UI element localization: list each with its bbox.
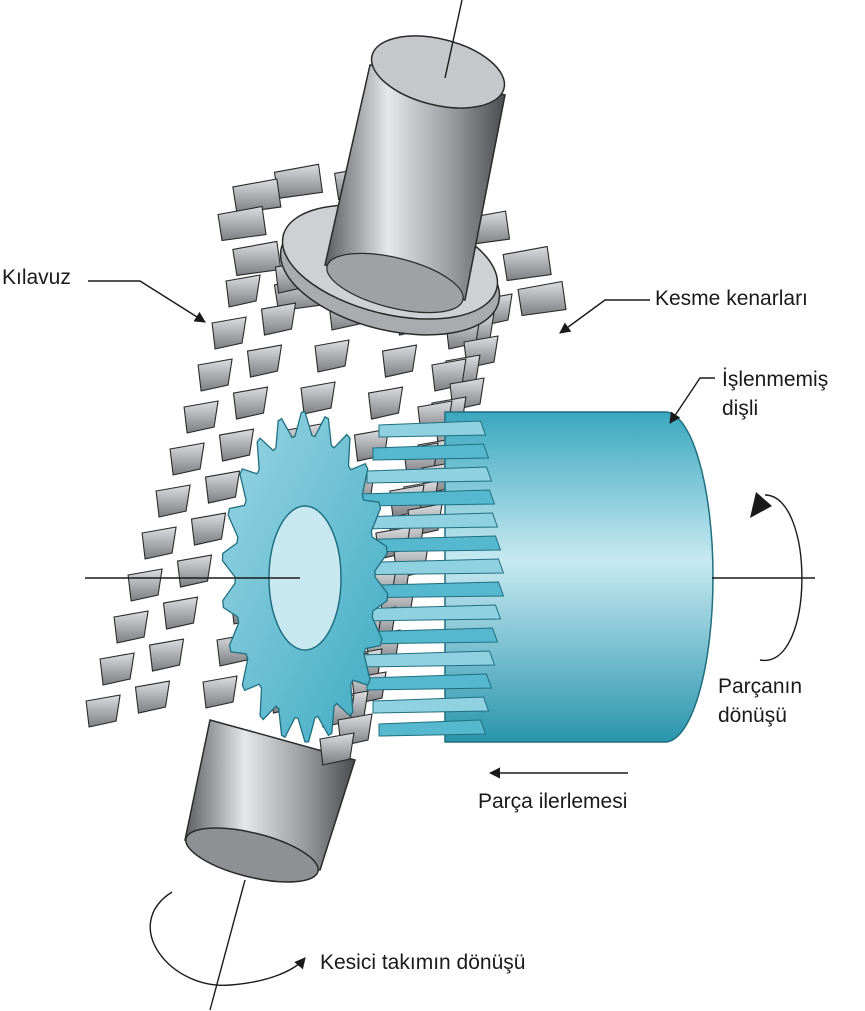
blank-tooth-groove: [378, 719, 487, 737]
hob-tooth: [246, 344, 283, 378]
hob-tooth: [127, 568, 163, 602]
gear-blank-label-line2: dişli: [722, 397, 759, 420]
gear-blank-label-line1: İşlenmemiş: [722, 368, 829, 391]
hob-tooth: [113, 610, 149, 644]
work-rotation-arrowhead: [750, 492, 772, 518]
blank-tooth-groove: [378, 420, 487, 438]
hob-tooth: [367, 386, 404, 420]
hob-collar-tooth: [232, 240, 282, 277]
work-rotation-label-line1: Parçanın: [718, 675, 803, 698]
work-rotation-label: Parçanın dönüşü: [718, 672, 802, 730]
hob-tooth: [319, 732, 355, 766]
cutter-rotation-label: Kesici takımın dönüşü: [320, 951, 526, 974]
hob-label: Kılavuz: [2, 266, 71, 289]
hob-tooth: [183, 400, 219, 434]
gear-blank-label: İşlenmemiş dişli: [722, 365, 828, 423]
gear-blank-icon: [221, 411, 714, 743]
work-rotation-arrow: [759, 494, 803, 661]
hob-tooth: [232, 386, 269, 420]
hob-tooth: [202, 675, 238, 709]
hob-tooth: [99, 652, 135, 686]
hob-tooth: [141, 526, 177, 560]
axis-lines: [85, 0, 815, 1011]
hob-collar-tooth: [217, 205, 267, 242]
hob-tooth: [169, 442, 205, 476]
hob-tooth: [190, 512, 227, 546]
hob-tooth: [381, 344, 418, 378]
hob-tooth: [148, 638, 185, 672]
hob-tooth: [155, 484, 191, 518]
hob-tooth: [197, 358, 233, 392]
hob-tooth: [211, 316, 247, 350]
hob-collar-tooth: [273, 163, 324, 199]
blank-tooth-groove: [372, 696, 490, 714]
blank-tooth-groove: [366, 673, 493, 691]
hob-tooth: [134, 680, 171, 714]
hob-tooth: [300, 381, 336, 415]
hob-tooth: [314, 339, 350, 373]
cutting-edges-label: Kesme kenarları: [655, 287, 808, 310]
hob-collar-tooth: [502, 245, 552, 282]
hob-tooth: [85, 694, 121, 728]
hob-tooth: [176, 554, 213, 588]
blank-tooth-groove: [372, 443, 490, 461]
hob-tooth: [162, 596, 199, 630]
hob-tooth: [204, 470, 241, 504]
hob-tooth: [218, 428, 255, 462]
work-rotation-label-line2: dönüşü: [718, 704, 787, 727]
leader-lines: [88, 280, 715, 424]
hob-collar-tooth: [232, 178, 282, 214]
hob-tooth: [260, 302, 297, 336]
cutter-rotation-arrow: [149, 891, 306, 986]
hob-tooth: [225, 274, 261, 308]
blank-tooth-groove: [366, 466, 493, 484]
blank-tooth-groove: [360, 489, 496, 507]
work-feed-label: Parça ilerlemesi: [478, 790, 628, 813]
hob-collar-tooth: [517, 280, 567, 317]
